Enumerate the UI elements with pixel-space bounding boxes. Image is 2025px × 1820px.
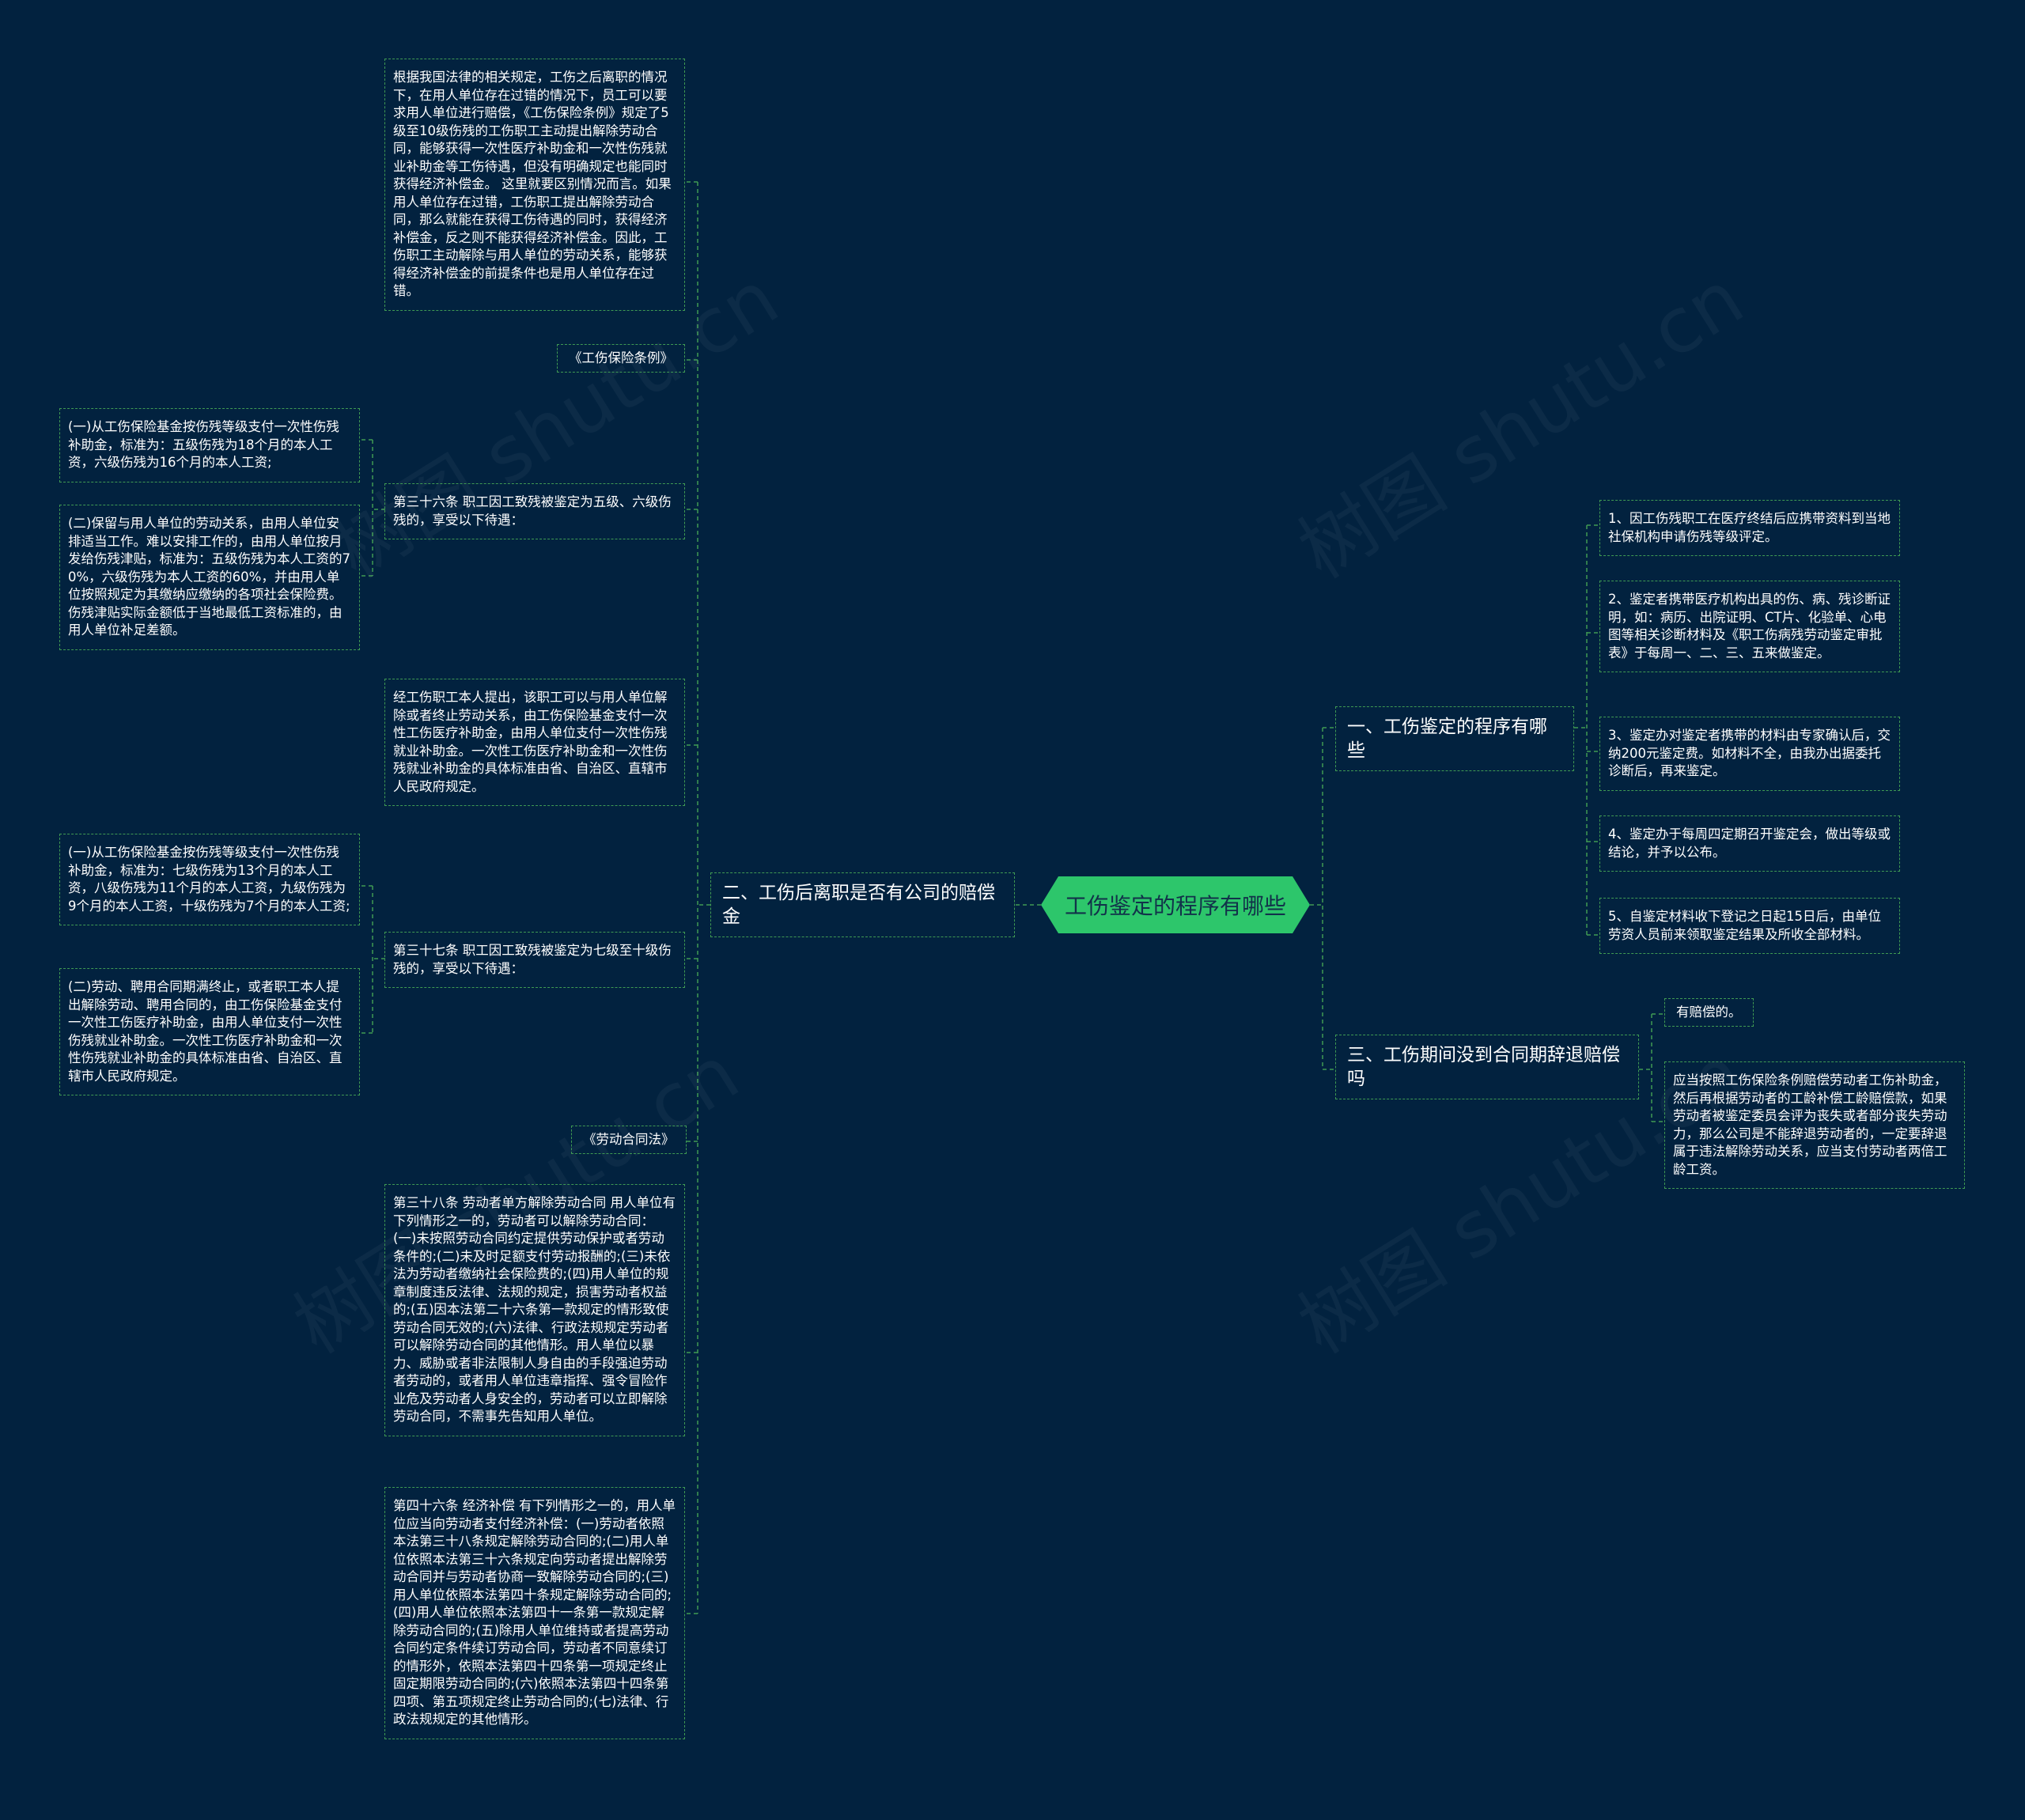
connector-b3-children <box>1639 1013 1664 1122</box>
article-37-item-2[interactable]: (二)劳动、聘用合同期满终止，或者职工本人提出解除劳动、聘用合同的，由工伤保险基… <box>59 968 360 1095</box>
answer-yes[interactable]: 有赔偿的。 <box>1664 998 1754 1027</box>
article-36-item-2[interactable]: (二)保留与用人单位的劳动关系，由用人单位安排适当工作。难以安排工作的，由用人单… <box>59 505 360 650</box>
article-37-item-1[interactable]: (一)从工伤保险基金按伤残等级支付一次性伤残补助金，标准为：七级伤残为13个月的… <box>59 834 360 925</box>
article-36-item-1[interactable]: (一)从工伤保险基金按伤残等级支付一次性伤残补助金，标准为：五级伤残为18个月的… <box>59 408 360 482</box>
procedure-step-2[interactable]: 2、鉴定者携带医疗机构出具的伤、病、残诊断证明，如：病历、出院证明、CT片、化验… <box>1599 581 1900 672</box>
tag-labor-contract-law[interactable]: 《劳动合同法》 <box>571 1126 687 1154</box>
article-38[interactable]: 第三十八条 劳动者单方解除劳动合同 用人单位有下列情形之一的，劳动者可以解除劳动… <box>384 1184 685 1436</box>
procedure-step-5[interactable]: 5、自鉴定材料收下登记之日起15日后，由单位劳资人员前来领取鉴定结果及所收全部材… <box>1599 898 1900 954</box>
procedure-step-1[interactable]: 1、因工伤残职工在医疗终结后应携带资料到当地社保机构申请伤残等级评定。 <box>1599 500 1900 556</box>
tag-injury-insurance-regulation[interactable]: 《工伤保险条例》 <box>557 344 685 373</box>
intro-text[interactable]: 根据我国法律的相关规定，工伤之后离职的情况下，在用人单位存在过错的情况下，员工可… <box>384 59 685 311</box>
connector-b2-children <box>685 181 710 1614</box>
mid-text[interactable]: 经工伤职工本人提出，该职工可以与用人单位解除或者终止劳动关系，由工伤保险基金支付… <box>384 679 685 806</box>
branch-procedure[interactable]: 一、工伤鉴定的程序有哪些 <box>1335 706 1574 771</box>
connector-b1-children <box>1574 524 1599 936</box>
article-36[interactable]: 第三十六条 职工因工致残被鉴定为五级、六级伤残的，享受以下待遇： <box>384 483 685 539</box>
branch-dismissal-compensation[interactable]: 三、工伤期间没到合同期辞退赔偿吗 <box>1335 1035 1639 1099</box>
branch-resignation-compensation[interactable]: 二、工伤后离职是否有公司的赔偿金 <box>710 872 1015 937</box>
connector-art36-children <box>360 439 385 577</box>
branch-dismissal-label: 三、工伤期间没到合同期辞退赔偿吗 <box>1347 1045 1620 1089</box>
article-46[interactable]: 第四十六条 经济补偿 有下列情形之一的，用人单位应当向劳动者支付经济补偿：(一)… <box>384 1487 685 1739</box>
answer-detail[interactable]: 应当按照工伤保险条例赔偿劳动者工伤补助金，然后再根据劳动者的工龄补偿工龄赔偿款，… <box>1664 1061 1965 1189</box>
branch-resignation-label: 二、工伤后离职是否有公司的赔偿金 <box>722 883 995 927</box>
connector-art37-children <box>360 885 385 1034</box>
root-node[interactable]: 工伤鉴定的程序有哪些 <box>1041 876 1310 933</box>
connector-root-right <box>1310 727 1335 1070</box>
procedure-step-3[interactable]: 3、鉴定办对鉴定者携带的材料由专家确认后，交纳200元鉴定费。如材料不全，由我办… <box>1599 717 1900 791</box>
branch-procedure-label: 一、工伤鉴定的程序有哪些 <box>1347 717 1547 761</box>
article-37[interactable]: 第三十七条 职工因工致残被鉴定为七级至十级伤残的，享受以下待遇： <box>384 932 685 988</box>
root-label: 工伤鉴定的程序有哪些 <box>1064 893 1286 919</box>
procedure-step-4[interactable]: 4、鉴定办于每周四定期召开鉴定会，做出等级或结论，并予以公布。 <box>1599 815 1900 872</box>
